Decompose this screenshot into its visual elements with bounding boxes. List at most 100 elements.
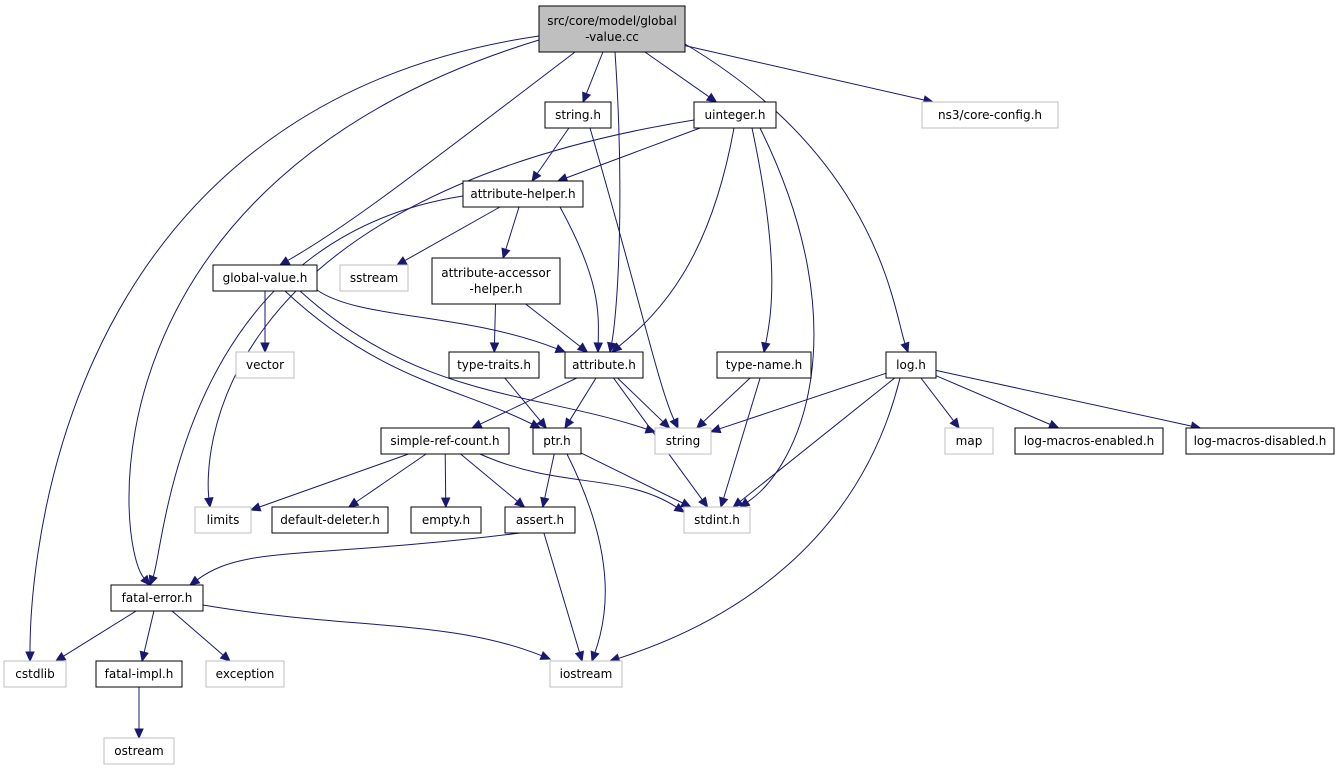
node-log-h[interactable]: log.h [885, 351, 937, 379]
edge-line [460, 453, 518, 502]
arrowhead-icon [582, 91, 592, 104]
node-log-macros-disabled-h[interactable]: log-macros-disabled.h [1185, 427, 1335, 455]
edge-attribute-helper-h-to-attribute-accessor-helper-h [501, 206, 520, 260]
edge-assert-h-to-fatal-error-h [189, 532, 521, 586]
node-label: simple-ref-count.h [390, 434, 499, 448]
arrowhead-icon [949, 417, 960, 429]
node-empty-h[interactable]: empty.h [410, 506, 482, 534]
node-log-macros-enabled-h[interactable]: log-macros-enabled.h [1014, 427, 1164, 455]
edge-simple-ref-count-h-to-default-deleter-h [347, 453, 427, 508]
edge-line [719, 372, 887, 430]
edge-fatal-error-h-to-fatal-impl-h [139, 610, 155, 663]
arrowhead-icon [900, 341, 910, 354]
node-label: fatal-impl.h [105, 667, 174, 681]
node-uinteger-h[interactable]: uinteger.h [693, 101, 777, 129]
node-string: string [654, 427, 712, 455]
node-iostream: iostream [549, 660, 623, 688]
node-box [921, 101, 1059, 129]
edge-uinteger-h-to-stdint-h [738, 127, 815, 508]
arrowhead-icon [249, 502, 262, 512]
node-label: ptr.h [543, 434, 571, 448]
node-type-name-h[interactable]: type-name.h [716, 351, 812, 379]
node-box [544, 101, 612, 129]
node-label: sstream [350, 271, 398, 285]
node-assert-h[interactable]: assert.h [504, 506, 576, 534]
arrowhead-icon [539, 650, 552, 660]
node-box [95, 660, 183, 688]
node-label: uinteger.h [705, 108, 766, 122]
edge-log-h-to-iostream [608, 377, 901, 663]
node-label: log-macros-disabled.h [1194, 434, 1327, 448]
edge-global-value-h-to-vector [260, 290, 270, 354]
node-label: ns3/core-config.h [938, 108, 1042, 122]
edge-line [152, 195, 464, 577]
arrowhead-icon [54, 651, 67, 662]
node-box [549, 660, 623, 688]
edge-simple-ref-count-h-to-empty-h [440, 453, 451, 509]
node-box [693, 101, 777, 129]
node-label: exception [216, 667, 275, 681]
edge-line [751, 127, 773, 344]
node-box [1185, 427, 1335, 455]
arrowhead-icon [471, 419, 483, 429]
edge-line [566, 127, 701, 179]
arrowhead-icon [593, 342, 603, 354]
arrowhead-icon [514, 497, 526, 508]
arrowhead-icon [189, 575, 201, 586]
edge-uinteger-h-to-attribute-helper-h [556, 127, 701, 183]
node-exception: exception [205, 660, 285, 688]
node-fatal-error-h[interactable]: fatal-error.h [110, 584, 204, 612]
edge-attribute-h-to-ptr-h [564, 377, 597, 430]
node-box [538, 5, 686, 53]
node-label: attribute.h [572, 358, 636, 372]
node-string-h[interactable]: string.h [544, 101, 612, 129]
node-attribute-h[interactable]: attribute.h [564, 351, 644, 379]
node-fatal-impl-h[interactable]: fatal-impl.h [95, 660, 183, 688]
edge-log-h-to-map [920, 377, 960, 429]
edge-line [684, 43, 906, 344]
arrowhead-icon [590, 650, 600, 663]
edge-line [543, 532, 580, 653]
edge-string-h-to-string [589, 127, 679, 430]
edge-ptr-h-to-iostream [566, 453, 606, 663]
edge-line [29, 35, 540, 653]
node-label: empty.h [422, 513, 470, 527]
edge-line [617, 377, 664, 423]
arrowhead-icon [698, 496, 709, 508]
node-attribute-accessor-helper-h[interactable]: attribute-accessor-helper.h [431, 257, 561, 305]
edge-line [259, 453, 409, 508]
edge-line [143, 610, 155, 653]
node-box [944, 427, 994, 455]
edge-line [504, 377, 541, 422]
node-label: limits [207, 513, 240, 527]
node-label: vector [246, 358, 284, 372]
edge-line [404, 206, 501, 262]
node-attribute-helper-h[interactable]: attribute-helper.h [462, 180, 584, 208]
node-global-value-h[interactable]: global-value.h [212, 264, 318, 292]
edge-src-core-model-global-value-cc-to-fatal-error-h [128, 39, 540, 586]
node-label: string.h [555, 108, 601, 122]
arrowhead-icon [347, 497, 360, 508]
edge-line [197, 532, 521, 581]
node-box [564, 351, 644, 379]
edge-src-core-model-global-value-cc-to-ns3-core-config-h [684, 45, 935, 105]
edge-attribute-h-to-string [617, 377, 671, 429]
arrowhead-icon [574, 650, 584, 663]
edge-log-h-to-stdint-h [732, 377, 896, 508]
node-ptr-h[interactable]: ptr.h [532, 427, 582, 455]
arrowhead-icon [489, 342, 500, 354]
node-simple-ref-count-h[interactable]: simple-ref-count.h [380, 427, 510, 455]
node-label: log.h [896, 358, 926, 372]
node-default-deleter-h[interactable]: default-deleter.h [271, 506, 389, 534]
edge-line [171, 610, 224, 656]
node-label: log-macros-enabled.h [1024, 434, 1155, 448]
edge-fatal-error-h-to-cstdlib [54, 610, 137, 662]
node-type-traits-h[interactable]: type-traits.h [448, 351, 540, 379]
node-src-core-model-global-value-cc[interactable]: src/core/model/global-value.cc [538, 5, 686, 53]
arrowhead-icon [204, 497, 214, 509]
arrowhead-icon [576, 342, 589, 353]
edge-type-name-h-to-stdint-h [719, 377, 761, 509]
arrowhead-icon [709, 424, 722, 434]
edge-line [284, 290, 533, 425]
node-label: ostream [114, 744, 163, 758]
